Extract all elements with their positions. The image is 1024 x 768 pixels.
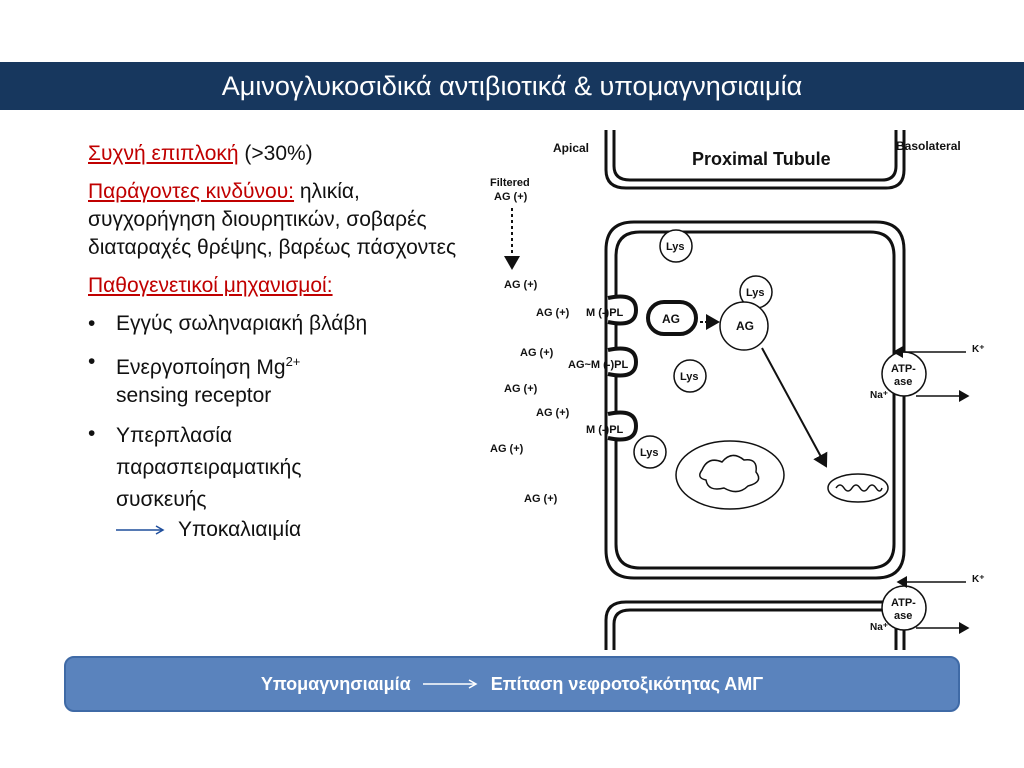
ag-label: AG (+) bbox=[536, 307, 570, 319]
membrane-pit-1 bbox=[607, 294, 639, 326]
ag-label: AG (+) bbox=[504, 383, 538, 395]
cell-membrane-inner bbox=[614, 230, 896, 570]
bullet-text: Υπερπλασία παρασπειραματικής συσκευής bbox=[116, 424, 302, 511]
ag-label: AG (+) bbox=[524, 493, 558, 505]
mechanisms-heading-line: Παθογενετικοί μηχανισμοί: bbox=[88, 272, 468, 300]
frequency-line: Συχνή επιπλοκή (>30%) bbox=[88, 140, 468, 168]
bullet-text: Εγγύς σωληναριακή βλάβη bbox=[116, 312, 368, 335]
risk-heading: Παράγοντες κινδύνου: bbox=[88, 180, 295, 203]
right-arrow-icon bbox=[116, 525, 165, 536]
mechanism-list: • Εγγύς σωληναριακή βλάβη • Ενεργοποίηση… bbox=[88, 310, 468, 544]
membrane-pit-2 bbox=[607, 346, 639, 378]
ag-vesicle bbox=[646, 300, 698, 336]
lys-label: Lys bbox=[640, 447, 659, 459]
bullet-dot: • bbox=[88, 350, 96, 373]
apical-label: Apical bbox=[553, 141, 589, 155]
atpase-label: ATP- bbox=[891, 597, 916, 609]
right-arrow-icon bbox=[422, 679, 478, 689]
nucleolus bbox=[699, 454, 760, 493]
atpase-label: ase bbox=[894, 376, 912, 388]
mpl-label: AG~M (-)PL bbox=[568, 359, 628, 371]
atpase-label: ase bbox=[894, 610, 912, 622]
k-label: K⁺ bbox=[972, 574, 985, 585]
filtered-ag-label: AG (+) bbox=[494, 191, 528, 203]
diagram-title: Proximal Tubule bbox=[692, 149, 831, 169]
lysosome bbox=[633, 435, 667, 469]
mitochondrion bbox=[827, 473, 889, 503]
conclusion-left: Υπομαγνησιαιμία bbox=[260, 673, 411, 694]
lys-label: Lys bbox=[746, 287, 765, 299]
mechanisms-heading: Παθογενετικοί μηχανισμοί: bbox=[88, 274, 333, 297]
conclusion-right: Επίταση νεφροτοξικότητας ΑΜΓ bbox=[490, 673, 764, 694]
risk-factors: Παράγοντες κινδύνου: ηλικία, συγχορήγηση… bbox=[88, 178, 468, 262]
mpl-label: M (-)PL bbox=[586, 424, 624, 436]
bullet-superscript: 2+ bbox=[285, 354, 301, 369]
risk-list: ηλικία, συγχορήγηση διουρητικών, σοβαρές… bbox=[88, 180, 457, 259]
ag-vesicle-label: AG bbox=[662, 312, 680, 326]
proximal-tubule-diagram: Apical Proximal Tubule Basolateral Filte… bbox=[490, 130, 985, 650]
ag-label: AG (+) bbox=[490, 443, 524, 455]
nucleus bbox=[675, 440, 785, 510]
upper-cell-outer bbox=[604, 130, 906, 190]
bullet-item: • Εγγύς σωληναριακή βλάβη bbox=[88, 310, 468, 338]
lysosome bbox=[659, 229, 693, 263]
bullet-dot: • bbox=[88, 312, 96, 335]
bullet-text: Ενεργοποίηση Mg bbox=[116, 356, 286, 379]
bullet-item: • Υπερπλασία παρασπειραματικής συσκευής … bbox=[88, 420, 468, 544]
basolateral-label: Basolateral bbox=[896, 139, 961, 153]
ag-label: AG (+) bbox=[520, 347, 554, 359]
mpl-label: M (-)PL bbox=[586, 307, 624, 319]
lys-label: Lys bbox=[680, 371, 699, 383]
ag-label: AG (+) bbox=[536, 407, 570, 419]
bullet-result: Υποκαλιαιμία bbox=[178, 518, 302, 541]
lysosome bbox=[673, 359, 707, 393]
slide-title: Αμινογλυκοσιδικά αντιβιοτικά & υπομαγνησ… bbox=[221, 71, 803, 101]
filtered-label: Filtered bbox=[490, 177, 530, 189]
title-bar: Αμινογλυκοσιδικά αντιβιοτικά & υπομαγνησ… bbox=[0, 62, 1024, 110]
left-text-panel: Συχνή επιπλοκή (>30%) Παράγοντες κινδύνο… bbox=[88, 140, 468, 554]
ag-to-mitochondrion-arrow bbox=[761, 347, 828, 468]
atpase-label: ATP- bbox=[891, 363, 916, 375]
ag-lysosome bbox=[719, 301, 769, 351]
na-label: Na⁺ bbox=[870, 390, 888, 401]
conclusion-box: Υπομαγνησιαιμία Επίταση νεφροτοξικότητας… bbox=[64, 656, 960, 712]
bullet-text-cont: sensing receptor bbox=[116, 384, 272, 407]
ag-lysosome-label: AG bbox=[736, 319, 754, 333]
k-label: K⁺ bbox=[972, 344, 985, 355]
mitochondrion-cristae bbox=[835, 484, 883, 492]
bullet-dot: • bbox=[88, 422, 96, 445]
lower-cell-inner bbox=[612, 608, 898, 650]
na-label: Na⁺ bbox=[870, 622, 888, 633]
cell-membrane-outer bbox=[604, 220, 906, 580]
frequency-value: (>30%) bbox=[238, 142, 313, 165]
conclusion-text: Υπομαγνησιαιμία Επίταση νεφροτοξικότητας… bbox=[66, 658, 958, 710]
frequency-heading: Συχνή επιπλοκή bbox=[88, 142, 239, 165]
bullet-item: • Ενεργοποίηση Mg2+ sensing receptor bbox=[88, 348, 468, 410]
ag-label: AG (+) bbox=[504, 279, 538, 291]
membrane-pit-3 bbox=[607, 410, 639, 442]
upper-cell-inner bbox=[612, 130, 898, 182]
lys-label: Lys bbox=[666, 241, 685, 253]
